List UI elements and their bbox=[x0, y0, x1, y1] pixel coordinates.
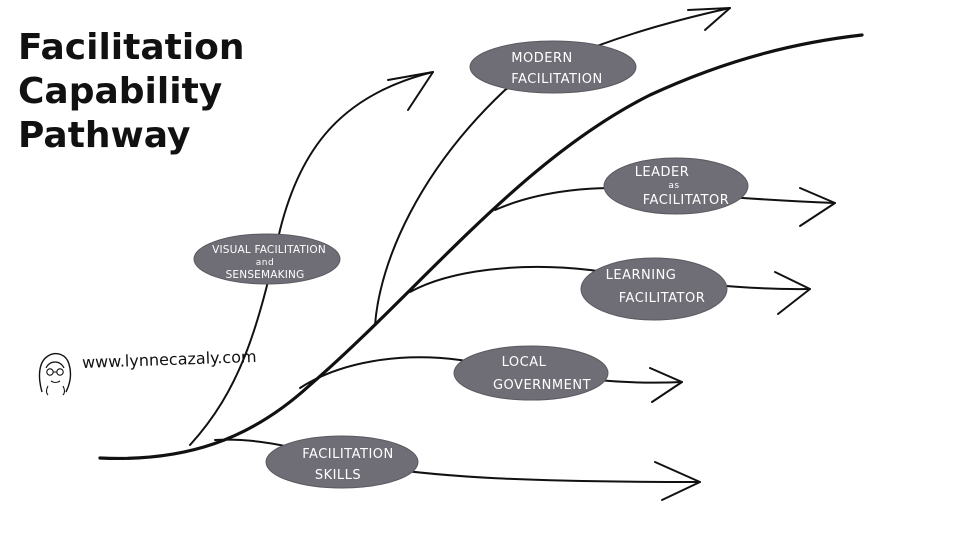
local-arrowhead-icon bbox=[649, 367, 683, 403]
node-learning-line-2: FACILITATOR bbox=[619, 291, 705, 306]
local-branch-line bbox=[299, 356, 683, 389]
node-skills-line-2: SKILLS bbox=[315, 468, 361, 483]
node-local-government: LOCAL GOVERNMENT bbox=[453, 345, 609, 401]
node-leader-line-2: as bbox=[668, 181, 679, 191]
node-local-oval bbox=[453, 345, 609, 401]
leader-arrowhead-icon bbox=[799, 187, 836, 227]
visual-arrowhead-icon bbox=[387, 71, 434, 111]
node-visual-line-2: and bbox=[256, 258, 274, 268]
node-modern-oval bbox=[469, 40, 637, 94]
node-leader-line-3: FACILITATOR bbox=[643, 193, 729, 208]
avatar-sketch-icon bbox=[38, 352, 72, 396]
node-facilitation-skills: FACILITATION SKILLS bbox=[265, 435, 419, 489]
node-leader-line-1: LEADER bbox=[635, 165, 690, 180]
node-learning-line-1: LEARNING bbox=[606, 268, 677, 283]
node-skills-line-1: FACILITATION bbox=[302, 447, 393, 462]
skills-arrowhead-icon bbox=[654, 461, 701, 501]
title-line-1: Facilitation bbox=[18, 27, 245, 68]
node-visual-line-1: VISUAL FACILITATION bbox=[212, 244, 326, 256]
node-modern-line-1: MODERN bbox=[511, 51, 572, 66]
title-line-2: Capability bbox=[18, 71, 223, 112]
node-visual-line-3: SENSEMAKING bbox=[226, 269, 305, 281]
learning-branch-line bbox=[409, 266, 811, 293]
node-local-line-2: GOVERNMENT bbox=[493, 378, 591, 393]
node-local-line-1: LOCAL bbox=[502, 355, 547, 370]
node-visual-oval bbox=[193, 233, 341, 285]
page-title: Facilitation Capability Pathway bbox=[18, 26, 245, 158]
node-learning-facilitator: LEARNING FACILITATOR bbox=[580, 257, 728, 321]
node-skills-oval bbox=[265, 435, 419, 489]
node-leader-oval bbox=[603, 157, 749, 215]
title-line-3: Pathway bbox=[18, 115, 191, 156]
modern-branch-line bbox=[374, 7, 731, 326]
modern-arrowhead-icon bbox=[687, 7, 731, 31]
learning-arrowhead-icon bbox=[774, 271, 811, 315]
node-visual-facilitation: VISUAL FACILITATION and SENSEMAKING bbox=[193, 233, 341, 285]
node-learning-oval bbox=[580, 257, 728, 321]
visual-branch-line bbox=[189, 71, 434, 446]
node-modern-line-2: FACILITATION bbox=[511, 72, 602, 87]
node-leader-facilitator: LEADER as FACILITATOR bbox=[603, 157, 749, 215]
node-modern-facilitation: MODERN FACILITATION bbox=[469, 40, 637, 94]
